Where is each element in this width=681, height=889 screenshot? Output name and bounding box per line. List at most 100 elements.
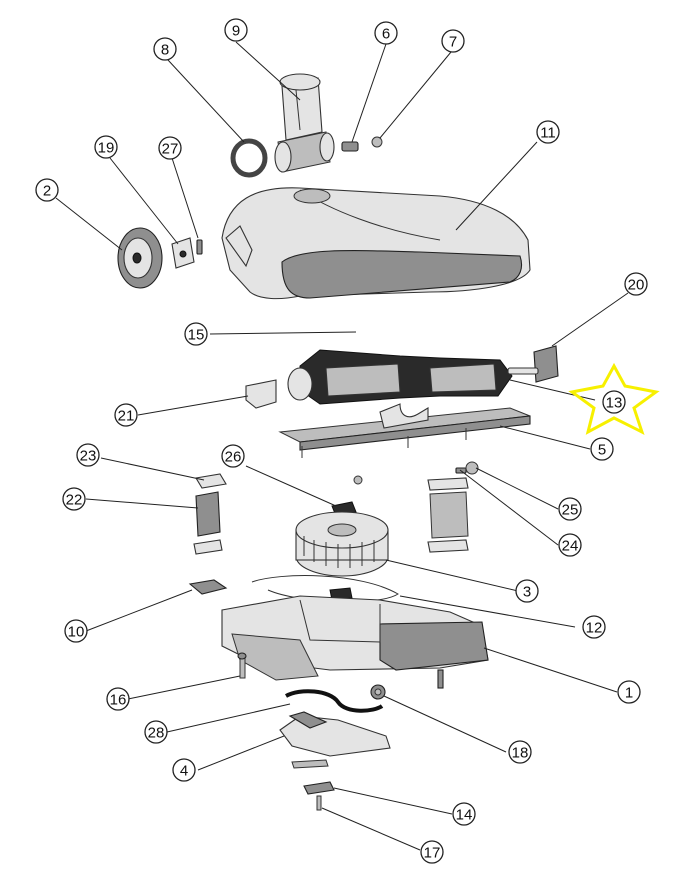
callout-8: 8 xyxy=(153,37,177,61)
callout-3: 3 xyxy=(515,579,539,603)
callout-number: 22 xyxy=(66,492,83,509)
highlight-star xyxy=(568,362,660,435)
callout-circle xyxy=(221,444,245,468)
callout-19: 19 xyxy=(94,135,118,159)
callout-number: 21 xyxy=(118,408,135,425)
callout-circle xyxy=(515,579,539,603)
part-19-bracket xyxy=(171,237,195,269)
part-slider xyxy=(291,759,329,769)
callout-12: 12 xyxy=(582,615,606,639)
callout-14: 14 xyxy=(452,802,476,826)
callout-number: 8 xyxy=(161,42,169,59)
part-26-small-block xyxy=(331,475,363,517)
callout-circle xyxy=(558,497,582,521)
callout-circle xyxy=(153,37,177,61)
callout-16: 16 xyxy=(106,687,130,711)
callout-circle xyxy=(106,687,130,711)
callout-circle xyxy=(158,136,182,160)
part-17-screw xyxy=(316,795,322,811)
callout-circle xyxy=(452,802,476,826)
callout-5: 5 xyxy=(590,437,614,461)
callout-circle xyxy=(624,272,648,296)
callout-circle xyxy=(62,487,86,511)
callout-number: 27 xyxy=(162,141,179,158)
part-9-swivel-neck xyxy=(274,73,335,173)
callout-circle xyxy=(590,437,614,461)
callout-number: 9 xyxy=(232,23,240,40)
part-8-ring xyxy=(230,138,268,178)
callout-26: 26 xyxy=(221,444,245,468)
callout-circle xyxy=(582,615,606,639)
part-6-fastener xyxy=(341,141,359,152)
part-16-screw xyxy=(237,652,247,679)
callout-number: 18 xyxy=(512,745,529,762)
part-24-screw xyxy=(455,461,479,475)
callout-circle xyxy=(184,322,208,346)
callout-circle xyxy=(536,120,560,144)
part-13-brush-roll xyxy=(287,349,539,405)
callout-15: 15 xyxy=(184,322,208,346)
part-22-block xyxy=(193,491,223,555)
callout-number: 5 xyxy=(598,442,606,459)
callout-number: 13 xyxy=(606,395,623,412)
callout-4: 4 xyxy=(172,758,196,782)
callout-number: 25 xyxy=(562,502,579,519)
callout-number: 16 xyxy=(110,692,127,709)
callout-24: 24 xyxy=(558,533,582,557)
callout-number: 24 xyxy=(562,538,579,555)
callout-circle xyxy=(617,680,641,704)
callout-circle xyxy=(420,840,444,864)
callout-18: 18 xyxy=(508,740,532,764)
part-27-pin xyxy=(196,239,203,255)
callout-20: 20 xyxy=(624,272,648,296)
callout-number: 4 xyxy=(180,763,188,780)
callout-circle xyxy=(94,135,118,159)
callout-7: 7 xyxy=(441,29,465,53)
part-23-cap xyxy=(195,473,227,489)
callout-27: 27 xyxy=(158,136,182,160)
part-21-filter-pad xyxy=(245,379,277,409)
callout-number: 20 xyxy=(628,277,645,294)
callout-circle xyxy=(172,758,196,782)
callout-circle xyxy=(508,740,532,764)
part-11-hood xyxy=(221,187,531,300)
callout-number: 19 xyxy=(98,140,115,157)
callout-circle xyxy=(441,29,465,53)
callout-number: 11 xyxy=(540,125,556,142)
part-25-filter xyxy=(427,477,469,553)
callout-number: 15 xyxy=(188,327,205,344)
part-14-slider xyxy=(303,781,335,795)
part-10-clip xyxy=(188,579,228,595)
callout-number: 1 xyxy=(625,685,633,702)
part-3-fan xyxy=(295,511,389,577)
part-7-washer xyxy=(371,136,383,148)
callout-number: 3 xyxy=(523,584,531,601)
callout-circle xyxy=(35,178,59,202)
callout-22: 22 xyxy=(62,487,86,511)
callout-2: 2 xyxy=(35,178,59,202)
part-illustrations xyxy=(117,73,559,811)
callout-circle xyxy=(64,619,88,643)
callout-circle xyxy=(558,533,582,557)
callout-number: 10 xyxy=(68,624,85,641)
callout-21: 21 xyxy=(114,403,138,427)
callout-circle xyxy=(76,443,100,467)
callout-circle xyxy=(374,21,398,45)
part-1-base-housing xyxy=(221,595,489,689)
callout-10: 10 xyxy=(64,619,88,643)
callout-number: 23 xyxy=(80,448,97,465)
callout-9: 9 xyxy=(224,18,248,42)
part-20-end-cap xyxy=(533,345,559,383)
callout-number: 26 xyxy=(225,449,242,466)
callout-25: 25 xyxy=(558,497,582,521)
callout-number: 17 xyxy=(424,845,441,862)
part-5-bottom-plate xyxy=(278,403,531,458)
callout-number: 14 xyxy=(456,807,473,824)
callout-17: 17 xyxy=(420,840,444,864)
callout-6: 6 xyxy=(374,21,398,45)
callout-circle xyxy=(114,403,138,427)
callout-number: 28 xyxy=(148,725,165,742)
callout-circle xyxy=(144,720,168,744)
callout-number: 12 xyxy=(586,620,603,637)
